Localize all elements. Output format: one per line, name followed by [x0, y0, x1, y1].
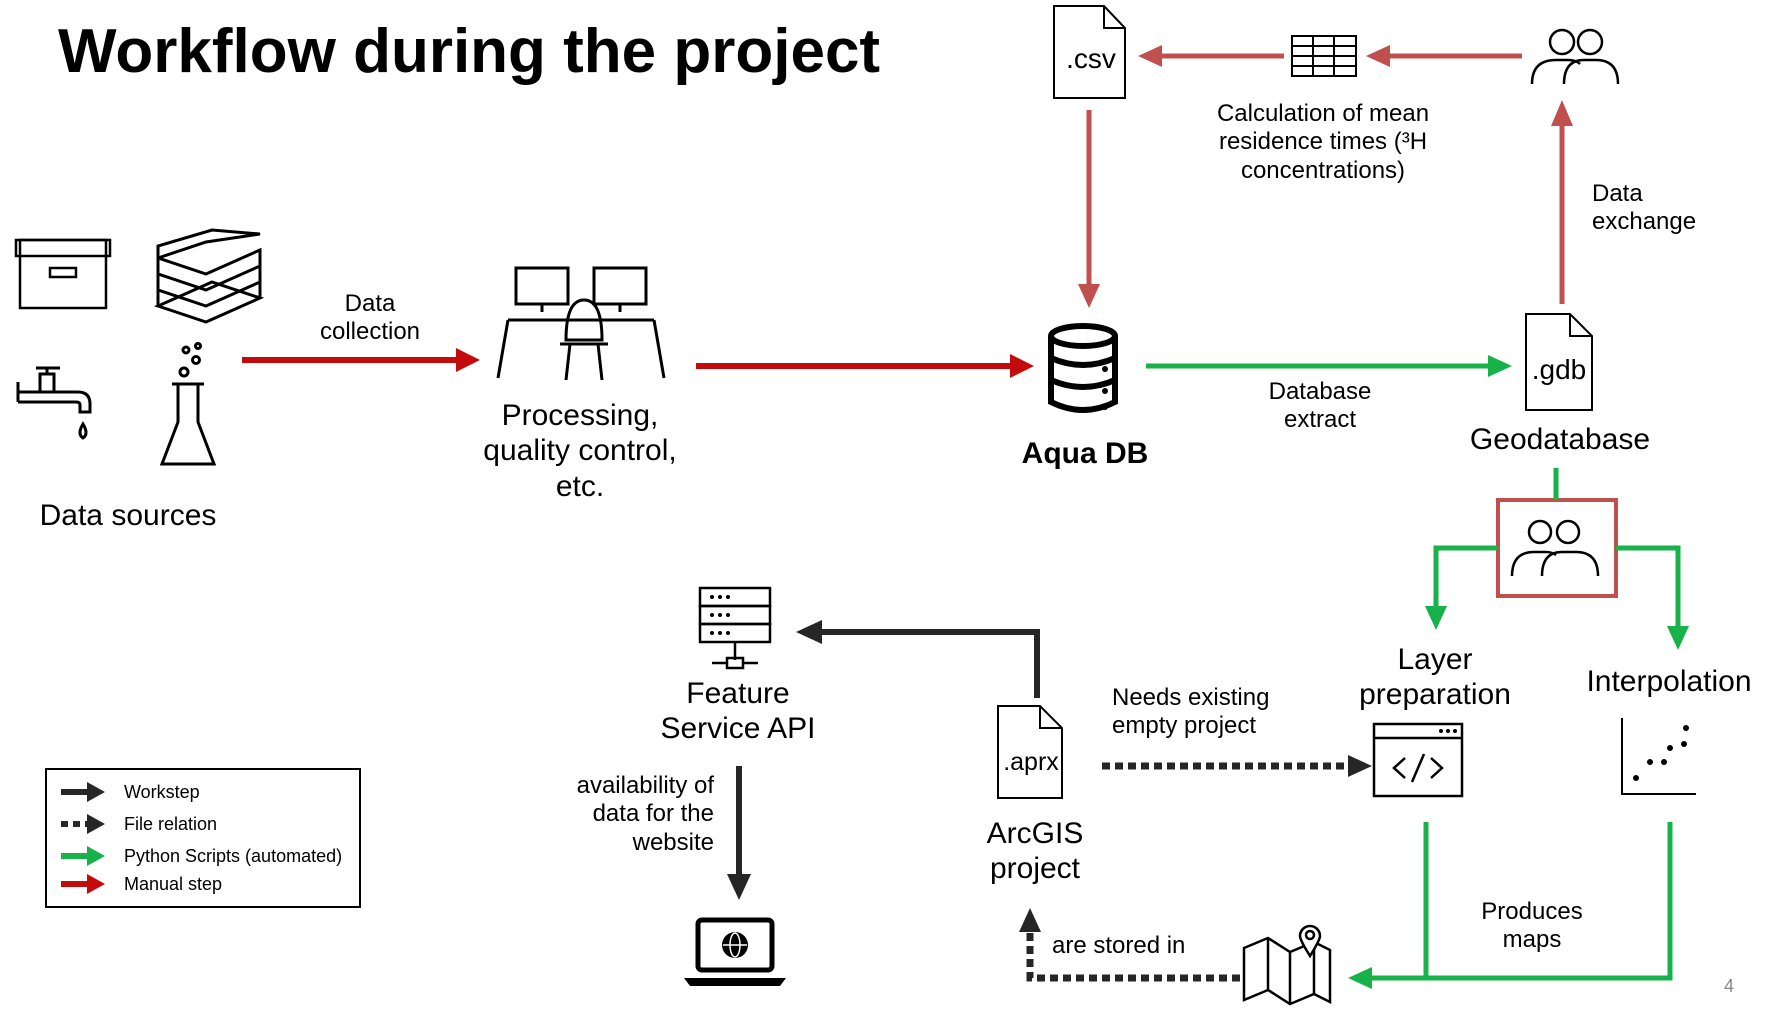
arrow-produces-maps — [1348, 822, 1673, 989]
csv-file-icon — [1053, 5, 1126, 99]
water-tap-icon — [16, 366, 92, 440]
aqua-db-label: Aqua DB — [1021, 437, 1149, 470]
legend-label: Manual step — [124, 874, 223, 894]
arrow-availability — [727, 766, 751, 900]
table-grid-icon — [1291, 35, 1357, 77]
processing-label: Processing, quality control, etc. — [483, 399, 677, 503]
database-dots — [1102, 366, 1108, 410]
arrow-table-to-csv — [1138, 45, 1284, 67]
data-sources-label: Data sources — [39, 499, 217, 532]
books-icon — [153, 228, 265, 324]
arrow-team-to-interpolation — [1616, 545, 1689, 650]
legend-label: File relation — [124, 814, 218, 834]
legend-swatch-manual — [61, 874, 105, 894]
availability-label: availability of data for the website — [576, 772, 714, 856]
calculation-label: Calculation of mean residence times (³H … — [1216, 100, 1430, 184]
legend-item-manual: Manual step — [59, 870, 359, 898]
arrow-data-exchange — [1551, 100, 1573, 304]
layer-preparation-label: Layer preparation — [1359, 643, 1511, 712]
database-icon — [1048, 323, 1118, 413]
people-icon — [1530, 28, 1620, 85]
laptop-globe-icon — [684, 917, 786, 986]
team-icon — [1496, 498, 1618, 598]
arrow-needs-existing-project — [1102, 755, 1372, 777]
gdb-file-label: .gdb — [1531, 354, 1587, 385]
legend-swatch-workstep — [61, 782, 105, 802]
archive-box-icon — [14, 238, 112, 310]
legend-label: Python Scripts (automated) — [124, 846, 343, 866]
arrow-data-collection — [242, 348, 480, 372]
workstation-icon — [496, 266, 666, 381]
feature-service-label: Feature Service API — [660, 677, 816, 746]
arcgis-project-label: ArcGIS project — [986, 817, 1084, 886]
needs-existing-label: Needs existing empty project — [1112, 684, 1270, 740]
arrow-processing-to-db — [696, 354, 1034, 378]
scatter-plot-icon — [1621, 718, 1696, 795]
legend-item-workstep: Workstep — [59, 778, 359, 806]
arrow-people-to-table — [1366, 45, 1522, 67]
data-exchange-label: Data exchange — [1592, 180, 1697, 236]
stored-in-label: are stored in — [1052, 932, 1186, 959]
page-number: 4 — [1724, 976, 1735, 996]
arrow-arcgis-to-feature-service — [796, 620, 1040, 698]
database-extract-label: Database extract — [1268, 378, 1372, 434]
server-dots — [710, 595, 730, 635]
csv-file-label: .csv — [1066, 43, 1116, 74]
aprx-file-label: .aprx — [1003, 748, 1059, 776]
geodatabase-label: Geodatabase — [1469, 423, 1651, 456]
legend-swatch-file-relation — [61, 814, 105, 834]
arrow-team-to-layer — [1425, 545, 1498, 630]
legend: Workstep File relation Python Scripts (a… — [45, 768, 361, 908]
interpolation-label: Interpolation — [1586, 665, 1752, 698]
aprx-file-icon — [997, 705, 1063, 799]
server-icon — [698, 586, 772, 670]
arrow-csv-to-db — [1078, 110, 1100, 308]
data-collection-label: Data collection — [319, 290, 421, 346]
lab-flask-icon — [159, 342, 217, 466]
map-pin-icon — [1242, 924, 1332, 1006]
legend-item-file-relation: File relation — [59, 810, 359, 838]
legend-label: Workstep — [124, 782, 200, 802]
code-window-icon — [1372, 722, 1464, 798]
arrow-database-extract — [1146, 355, 1512, 377]
page-title: Workflow during the project — [58, 17, 881, 86]
produces-maps-label: Produces maps — [1481, 898, 1583, 954]
legend-swatch-python — [61, 846, 105, 866]
gdb-file-icon — [1525, 313, 1593, 411]
legend-item-python: Python Scripts (automated) — [59, 842, 359, 870]
code-window-dots — [1439, 729, 1457, 733]
arrow-stored-in — [1019, 908, 1240, 982]
